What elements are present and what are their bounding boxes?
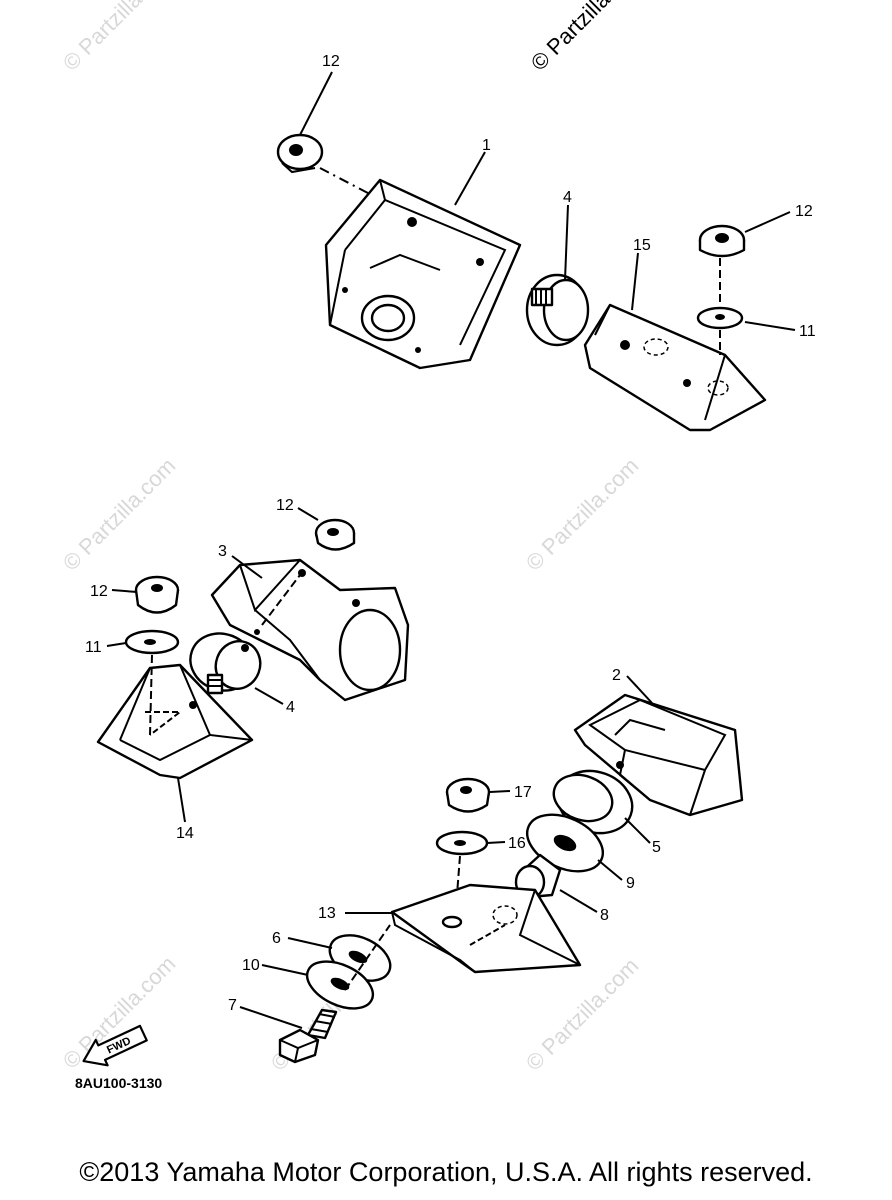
callout-12: 12 (276, 497, 294, 514)
watermark: © Partzilla.com (58, 453, 181, 576)
callout-3: 3 (218, 543, 227, 560)
callout-4: 4 (286, 699, 295, 716)
copyright-notice: ©2013 Yamaha Motor Corporation, U.S.A. A… (79, 1157, 813, 1187)
bracket-3 (210, 558, 410, 702)
bracket-1 (324, 178, 522, 370)
fwd-arrow: FWD (82, 1024, 148, 1067)
callout-5: 5 (652, 839, 661, 856)
washer-16 (435, 830, 489, 856)
callout-12: 12 (795, 203, 813, 220)
middle-assembly (96, 518, 410, 780)
bracket-14 (96, 654, 254, 780)
watermark: © Partzilla.com (526, 0, 649, 76)
callout-7: 7 (228, 997, 237, 1014)
callout-2: 2 (612, 667, 621, 684)
callout-8: 8 (600, 907, 609, 924)
callout-12: 12 (322, 53, 340, 70)
callout-17: 17 (514, 784, 532, 801)
callout-11: 11 (799, 323, 816, 340)
callout-9: 9 (626, 875, 635, 892)
callout-11: 11 (85, 639, 102, 656)
callout-12: 12 (90, 583, 108, 600)
callout-1: 1 (482, 137, 491, 154)
bracket-13 (390, 883, 582, 974)
nut-17 (445, 777, 491, 813)
nut-12-mid-a (314, 518, 356, 551)
bracket-15 (583, 303, 767, 432)
washer-9 (526, 813, 604, 873)
watermark: © Partzilla.com (58, 951, 181, 1074)
bracket-2 (573, 693, 744, 817)
washer-11-mid (124, 629, 180, 655)
diagram-part-code: 8AU100-3130 (75, 1075, 162, 1091)
nut-12-right (698, 224, 746, 258)
callout-4: 4 (563, 189, 572, 206)
watermark: © Partzilla.com (521, 953, 644, 1076)
bolt-7 (278, 1008, 338, 1064)
rubber-mount-4-top (525, 273, 590, 347)
leader-lines (106, 71, 796, 1029)
washer-10 (305, 960, 375, 1010)
washer-11-top (696, 306, 744, 330)
fwd-arrow-icon (82, 1024, 148, 1067)
watermark: © Partzilla.com (58, 0, 181, 76)
watermark: © Partzilla.com (521, 453, 644, 576)
callout-15: 15 (633, 237, 651, 254)
bottom-assembly (278, 693, 744, 1064)
rubber-mount-4-mid (189, 632, 262, 695)
callout-10: 10 (242, 957, 260, 974)
callout-14: 14 (176, 825, 194, 842)
callout-6: 6 (272, 930, 281, 947)
callout-16: 16 (508, 835, 526, 852)
top-assembly (276, 133, 767, 432)
nut-12-mid-b (134, 575, 180, 614)
rubber-bushing-5 (552, 769, 634, 835)
callouts: 12 1 4 15 12 11 12 3 12 11 4 14 2 17 16 … (85, 53, 816, 1014)
callout-13: 13 (318, 905, 336, 922)
nut-12-top (276, 133, 324, 174)
